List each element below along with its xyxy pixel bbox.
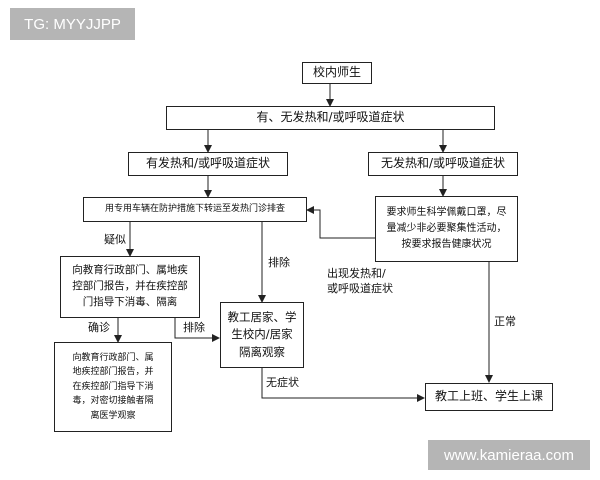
node-report-confirmed: 向教育行政部门、属 地疾控部门报告，并 在疾控部门指导下消 毒，对密切接触者隔 …: [54, 342, 172, 432]
precaution-line-3: 按要求报告健康状况: [401, 239, 492, 250]
report-confirmed-line-1: 向教育行政部门、属: [72, 353, 154, 364]
report-suspected-line-3: 门指导下消毒、隔离: [82, 295, 178, 308]
node-back-to-work: 教工上班、学生上课: [425, 383, 553, 411]
node-has-symptoms-text: 有发热和/或呼吸道症状: [145, 156, 271, 171]
node-precautions: 要求师生科学佩戴口罩，尽 量减少非必要聚集性活动， 按要求报告健康状况: [375, 196, 518, 262]
node-no-symptoms: 无发热和/或呼吸道症状: [368, 152, 518, 176]
label-confirmed: 确诊: [88, 321, 110, 334]
label-excluded-2: 排除: [183, 321, 205, 334]
label-symptoms-appear-line-2: 或呼吸道症状: [327, 281, 393, 295]
node-has-symptoms: 有发热和/或呼吸道症状: [128, 152, 288, 176]
node-back-to-work-text: 教工上班、学生上课: [434, 389, 543, 404]
report-confirmed-line-2: 地疾控部门报告，并: [72, 367, 154, 378]
edge-isolation-work: [261, 368, 425, 402]
label-symptoms-appear: 出现发热和/ 或呼吸道症状: [327, 267, 393, 297]
edge-precaution-transport: [306, 206, 375, 239]
node-transport: 用专用车辆在防护措施下转运至发热门诊排查: [83, 197, 307, 222]
node-question: 有、无发热和/或呼吸道症状: [166, 106, 495, 130]
report-confirmed-line-3: 在疾控部门指导下消: [72, 381, 154, 392]
label-symptoms-appear-line-1: 出现发热和/: [327, 267, 386, 280]
node-root-text: 校内师生: [312, 65, 361, 80]
node-root: 校内师生: [302, 62, 372, 84]
label-suspected: 疑似: [104, 233, 126, 246]
node-transport-text: 用专用车辆在防护措施下转运至发热门诊排查: [104, 203, 285, 214]
edge-suspected-isolation: [174, 318, 220, 342]
watermark-top-left: TG: MYYJJPP: [10, 8, 135, 40]
label-asymptomatic: 无症状: [266, 376, 299, 389]
node-question-text: 有、无发热和/或呼吸道症状: [256, 110, 405, 125]
report-suspected-line-1: 向教育行政部门、属地疾: [72, 264, 188, 277]
report-suspected-line-2: 控部门报告，并在疾控部: [72, 280, 188, 293]
watermark-bottom-right: www.kamieraa.com: [428, 440, 590, 470]
label-excluded-1: 排除: [268, 256, 290, 269]
precaution-line-2: 量减少非必要聚集性活动，: [386, 223, 507, 234]
node-home-isolation: 教工居家、学 生校内/居家 隔离观察: [220, 302, 304, 368]
home-isolation-line-3: 隔离观察: [239, 344, 285, 359]
report-confirmed-line-4: 毒，对密切接触者隔: [72, 396, 154, 407]
report-confirmed-line-5: 离医学观察: [90, 410, 136, 421]
node-no-symptoms-text: 无发热和/或呼吸道症状: [380, 156, 506, 171]
label-normal: 正常: [494, 315, 516, 328]
node-report-suspected: 向教育行政部门、属地疾 控部门报告，并在疾控部 门指导下消毒、隔离: [60, 256, 200, 318]
home-isolation-line-2: 生校内/居家: [231, 327, 293, 342]
home-isolation-line-1: 教工居家、学: [227, 310, 297, 325]
precaution-line-1: 要求师生科学佩戴口罩，尽: [386, 207, 507, 218]
